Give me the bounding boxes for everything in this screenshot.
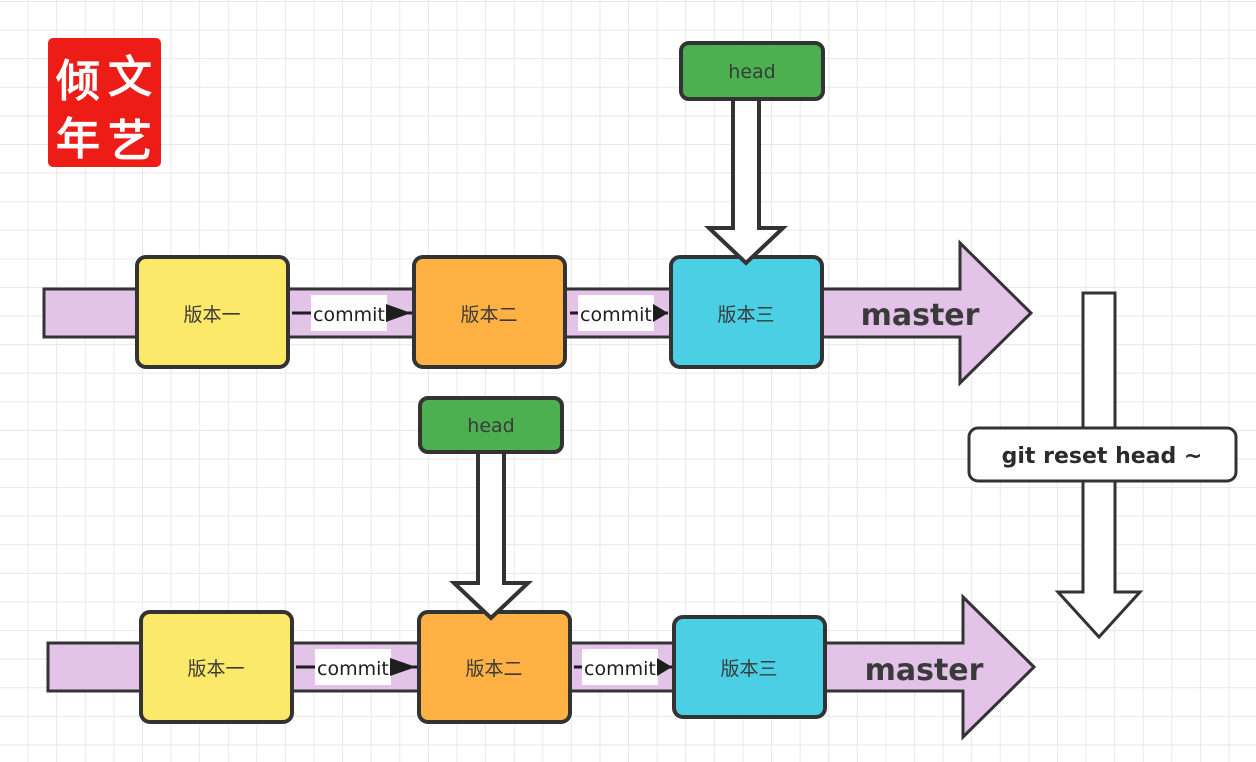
- head-pointer-arrow-bottom: [448, 449, 534, 621]
- commit-edge-1-bottom: commit: [315, 649, 416, 685]
- commit-node-v1-top[interactable]: [135, 255, 290, 369]
- master-branch-label-bottom: master: [865, 653, 984, 688]
- master-branch-label-top: master: [861, 298, 980, 333]
- commit-node-v2-top-label: 版本二: [460, 304, 517, 326]
- head-node-bottom-label: head: [467, 415, 514, 437]
- reset-command-box[interactable]: [967, 426, 1238, 483]
- commit-edge-1-top-label: commit: [313, 304, 385, 326]
- commit-edge-1-top: commit: [311, 295, 411, 331]
- commit-node-v3-top-label: 版本三: [717, 304, 774, 326]
- row-before-reset: 版本一 版本二 版本三 commit commit master head: [42, 41, 1034, 387]
- head-node-top[interactable]: [679, 41, 825, 101]
- seal-char-1: 倾: [55, 56, 100, 107]
- commit-node-v2-top[interactable]: [412, 255, 567, 369]
- commit-node-v1-bottom[interactable]: [139, 610, 294, 724]
- commit-edge-1-bottom-label: commit: [317, 658, 389, 680]
- seal-char-2: 文: [108, 52, 152, 103]
- row-after-reset: 版本一 版本二 版本三 commit commit master head: [46, 396, 1037, 741]
- commit-node-v3-bottom[interactable]: [672, 615, 827, 719]
- commit-node-v1-bottom-label: 版本一: [187, 658, 244, 680]
- head-node-bottom[interactable]: [418, 396, 564, 454]
- commit-edge-2-bottom: commit: [582, 649, 672, 685]
- head-pointer-arrow-top: [703, 95, 789, 266]
- commit-edge-2-bottom-label: commit: [584, 658, 656, 680]
- reset-transition: git reset head ~: [967, 291, 1238, 640]
- seal-char-3: 年: [56, 114, 100, 165]
- commit-edge-2-top: commit: [578, 295, 668, 331]
- commit-node-v2-bottom-label: 版本二: [465, 658, 522, 680]
- artist-seal: 倾 文 年 艺: [48, 38, 161, 167]
- seal-char-4: 艺: [108, 116, 152, 167]
- reset-command-label: git reset head ~: [1002, 444, 1203, 469]
- commit-node-v1-top-label: 版本一: [183, 304, 240, 326]
- commit-node-v3-bottom-label: 版本三: [720, 658, 777, 680]
- head-node-top-label: head: [728, 61, 775, 83]
- commit-edge-2-top-label: commit: [580, 304, 652, 326]
